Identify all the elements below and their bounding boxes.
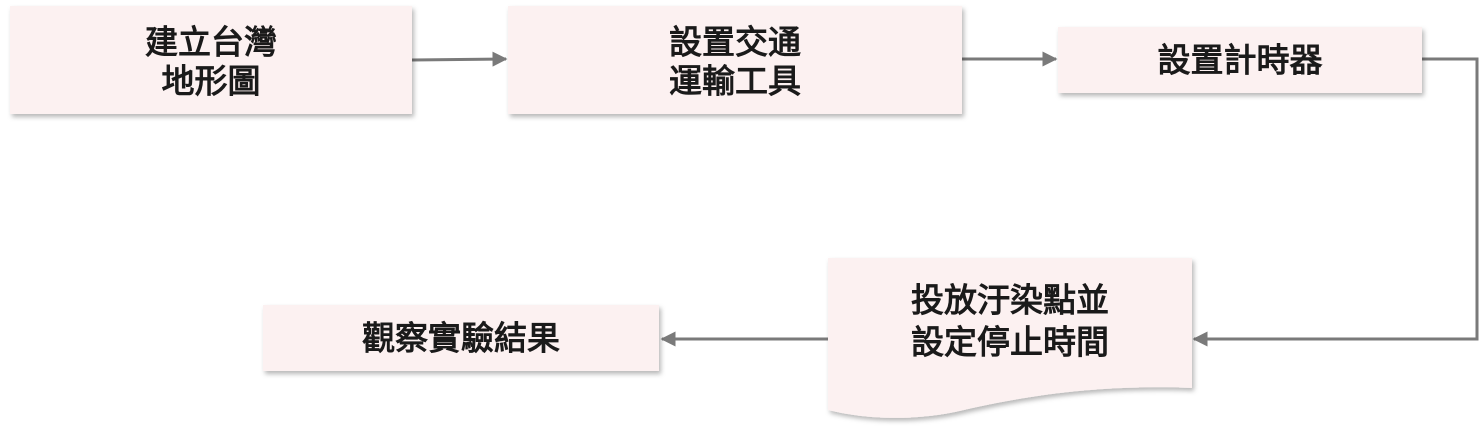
node-observe-results-line-1: 觀察實驗結果 [362,319,560,358]
node-place-pollution-line-1: 投放汙染點並 [911,281,1109,320]
node-build-map-line-1: 建立台灣 [145,23,277,62]
node-set-transport-line-1: 設置交通 [669,23,801,62]
node-set-transport: 設置交通 運輸工具 [508,6,962,114]
node-build-map-line-2: 地形圖 [162,62,261,101]
node-build-map: 建立台灣 地形圖 [10,6,412,114]
arrow-build-to-transport [411,51,508,67]
node-set-timer-line-1: 設置計時器 [1158,41,1324,80]
node-observe-results: 觀察實驗結果 [263,305,659,371]
node-place-pollution: 投放汙染點並 設定停止時間 [828,258,1192,418]
node-set-timer: 設置計時器 [1058,27,1422,93]
node-set-transport-line-2: 運輸工具 [669,62,801,101]
arrow-timer-to-pollution [1192,57,1479,347]
node-place-pollution-line-2: 設定停止時間 [911,323,1109,362]
